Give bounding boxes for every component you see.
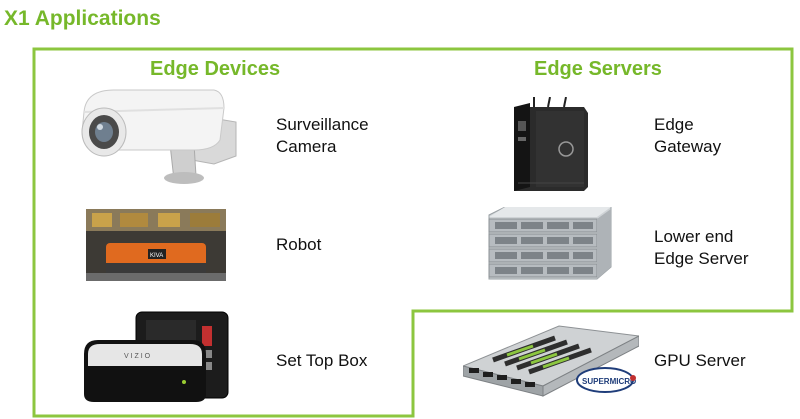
surveillance-camera-label: Surveillance Camera (276, 114, 369, 158)
robot-image: KIVA (86, 209, 226, 281)
svg-text:KIVA: KIVA (150, 253, 163, 259)
label-line: Lower end (654, 227, 734, 246)
surveillance-camera-image (81, 89, 237, 184)
label-line: Robot (276, 235, 322, 254)
label-line: Surveillance (276, 115, 369, 134)
svg-text:V I Z I O: V I Z I O (124, 353, 151, 360)
label-line: Gateway (654, 137, 722, 156)
label-line: Edge (654, 115, 694, 134)
label-line: Set Top Box (276, 351, 368, 370)
edge-devices-heading: Edge Devices (150, 58, 281, 80)
set-top-box-image: V I Z I O (84, 311, 229, 402)
edge-gateway-label: Edge Gateway (654, 114, 721, 158)
edge-gateway-image (514, 97, 588, 191)
robot-label: Robot (276, 234, 321, 256)
set-top-box-label: Set Top Box (276, 350, 367, 372)
lower-end-edge-server-label: Lower end Edge Server (654, 226, 749, 270)
label-line: Edge Server (654, 249, 749, 268)
supermicro-logo: SUPERMICRO (582, 377, 636, 386)
gpu-server-image: SUPERMICRO (463, 325, 639, 397)
edge-servers-heading: Edge Servers (534, 58, 662, 80)
gpu-server-label: GPU Server (654, 350, 746, 372)
page-title: X1 Applications (4, 7, 161, 30)
rack-server-image (488, 207, 612, 280)
label-line: Camera (276, 137, 337, 156)
label-line: GPU Server (654, 351, 746, 370)
